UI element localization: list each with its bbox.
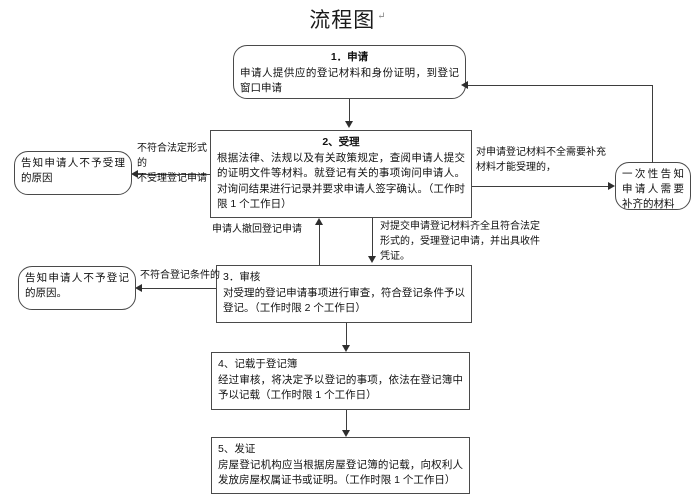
node-apply-body: 申请人提供应的登记材料和身份证明，到登记窗口申请: [240, 67, 459, 95]
page-title: 流程图↵: [0, 4, 696, 34]
node-reject-accept-body: 告知申请人不予受理的原因: [21, 157, 125, 185]
arrowhead-accept-to-reject-accept: [131, 170, 138, 178]
edge-label-materials-incomplete: 对申请登记材料不全需要补充 材料才能受理的，: [476, 147, 606, 173]
node-review-body: 对受理的登记申请事项进行审查，符合登记条件予以登记。（工作时限 2 个工作日）: [223, 287, 465, 315]
connector-apply-to-accept: [349, 99, 350, 123]
connector-withdraw-vertical: [319, 224, 320, 266]
node-record-body: 经过审核，将决定予以登记的事项，依法在登记簿中予以记载（工作时限 1 个工作日）: [218, 374, 463, 402]
connector-supplement-loop-vertical: [652, 85, 653, 163]
connector-accept-to-reject-accept: [136, 174, 210, 175]
node-accept-body: 根据法律、法规以及有关政策规定，查阅申请人提交的证明文件等材料。就登记有关的事项…: [217, 152, 465, 210]
paragraph-mark-icon: ↵: [377, 11, 387, 22]
edge-label-materials-complete: 对提交申请登记材料齐全且符合法定 形式的，受理登记申请，并出具收件 凭证。: [380, 221, 540, 262]
node-apply[interactable]: 1．申请 申请人提供应的登记材料和身份证明，到登记窗口申请: [233, 45, 466, 99]
node-reject-register[interactable]: 告知申请人不予登记的原因。: [18, 266, 136, 310]
connector-review-to-record: [346, 323, 347, 348]
node-record-header: 4、记载于登记簿: [218, 358, 298, 370]
node-reject-register-body: 告知申请人不予登记的原因。: [25, 272, 129, 300]
arrowhead-accept-to-review: [368, 256, 376, 263]
node-reject-accept[interactable]: 告知申请人不予受理的原因: [14, 151, 132, 195]
connector-accept-to-review: [372, 218, 373, 258]
arrowhead-withdraw-to-accept: [315, 218, 323, 225]
edge-label-withdraw: 申请人撤回登记申请: [212, 224, 302, 235]
edge-label-not-legal-form: 不符合法定形式的 不受理登记申请: [137, 143, 207, 184]
arrowhead-apply-to-accept: [345, 121, 353, 128]
node-record[interactable]: 4、记载于登记簿 经过审核，将决定予以登记的事项，依法在登记簿中予以记载（工作时…: [211, 352, 470, 410]
connector-supplement-loop-horizontal: [466, 85, 653, 86]
arrowhead-supplement-to-apply: [461, 81, 468, 89]
arrowhead-accept-to-supplement: [608, 182, 615, 190]
arrowhead-review-to-reject-register: [135, 284, 142, 292]
connector-review-to-reject-register: [140, 288, 216, 289]
node-review-header: 3．审核: [223, 271, 261, 283]
node-apply-header: 1．申请: [330, 51, 369, 63]
node-supplement-body: 一次性告知申请人需要补齐的材料: [622, 168, 684, 211]
node-issue-body: 房屋登记机构应当根据房屋登记簿的记载，向权利人发放房屋权属证书或证明。（工作时限…: [218, 459, 463, 487]
node-supplement[interactable]: 一次性告知申请人需要补齐的材料: [615, 162, 691, 210]
arrowhead-record-to-issue: [342, 430, 350, 437]
connector-record-to-issue: [346, 410, 347, 433]
node-review[interactable]: 3．审核 对受理的登记申请事项进行审查，符合登记条件予以登记。（工作时限 2 个…: [216, 265, 472, 323]
node-accept-header: 2、受理: [322, 136, 360, 148]
edge-label-not-meet-conditions: 不符合登记条件的: [140, 270, 220, 281]
page-title-text: 流程图: [309, 8, 376, 32]
arrowhead-review-to-record: [342, 345, 350, 352]
node-issue-header: 5、发证: [218, 443, 256, 455]
node-issue[interactable]: 5、发证 房屋登记机构应当根据房屋登记簿的记载，向权利人发放房屋权属证书或证明。…: [211, 437, 470, 494]
node-accept[interactable]: 2、受理 根据法律、法规以及有关政策规定，查阅申请人提交的证明文件等材料。就登记…: [210, 130, 472, 218]
connector-accept-to-supplement: [472, 186, 612, 187]
